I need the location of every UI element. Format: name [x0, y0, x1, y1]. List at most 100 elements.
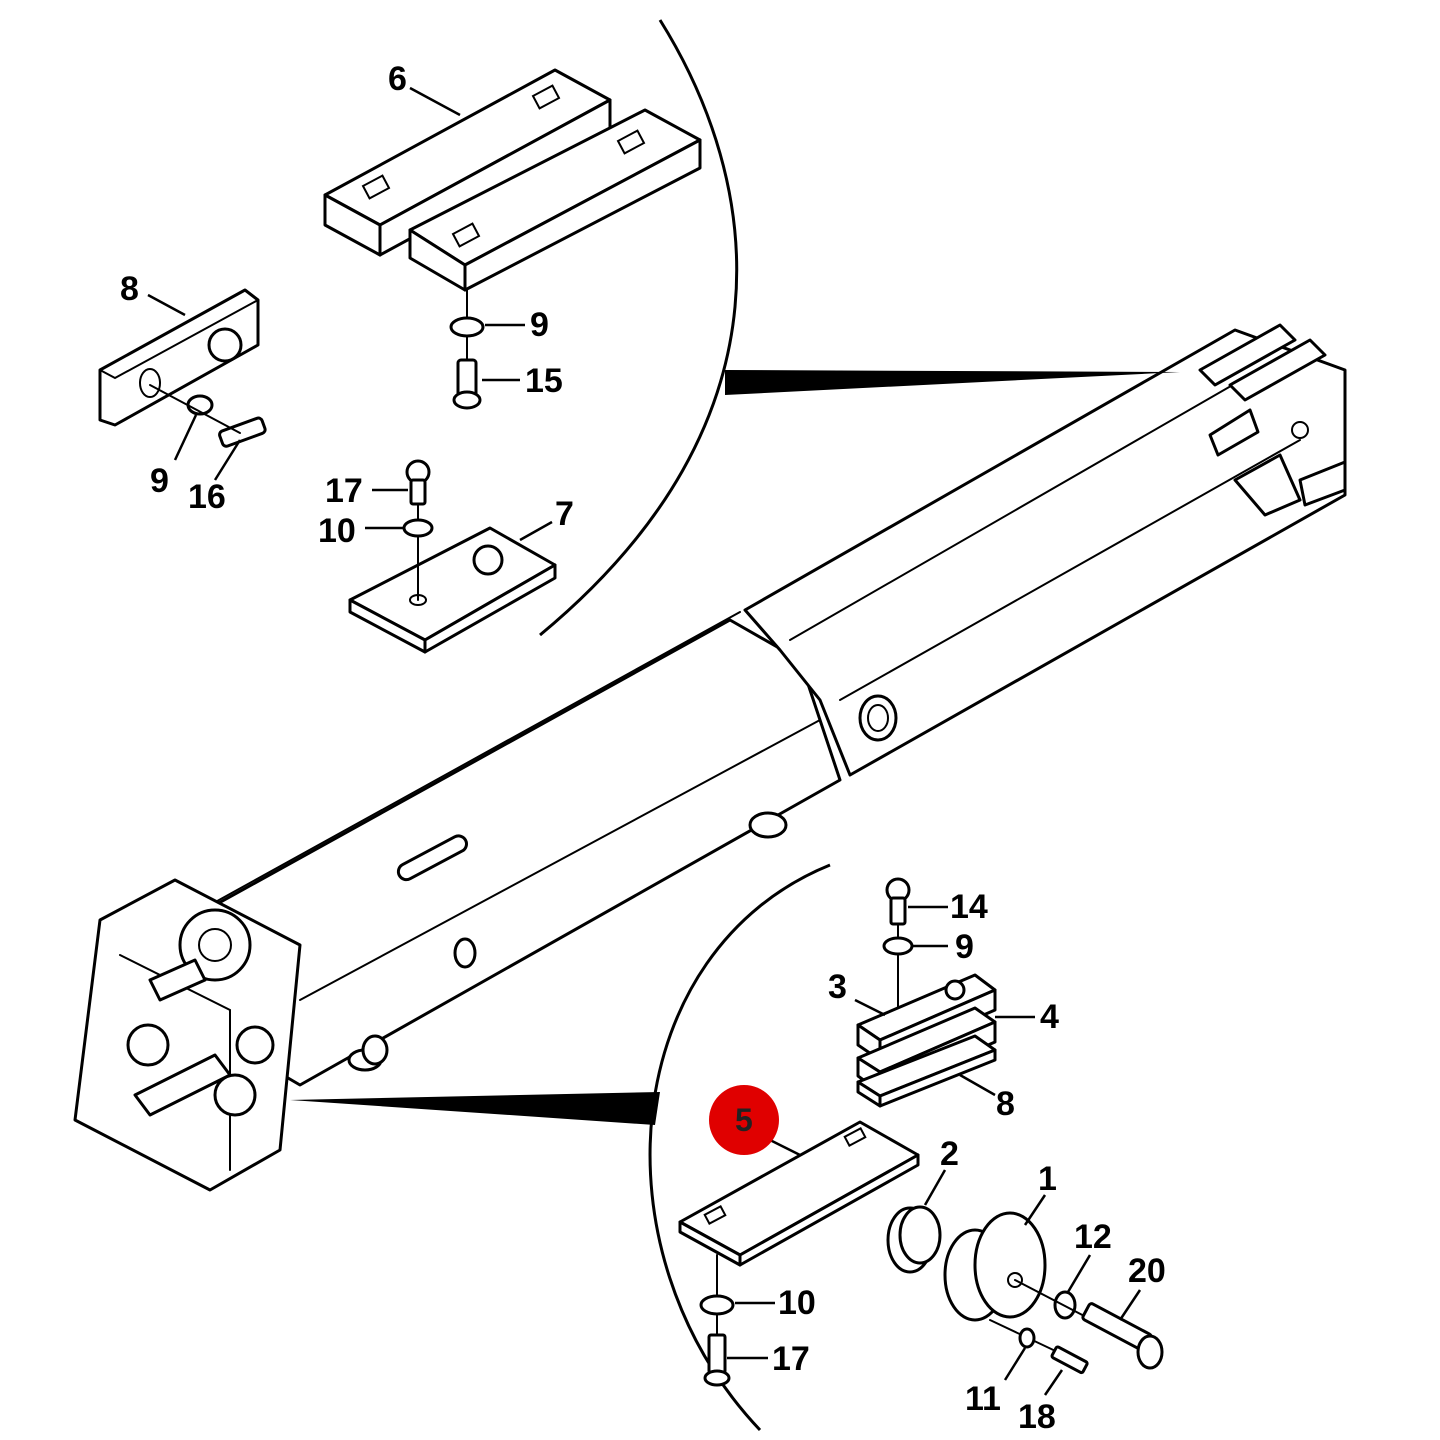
boom-head-plate [133, 1053, 232, 1117]
callout-3: 3 [828, 968, 847, 1006]
bolt-14 [889, 896, 907, 926]
bolt-16-axis [149, 384, 241, 434]
washer-9-upper [449, 316, 485, 338]
wear-pad-6b-slot-2 [616, 129, 646, 155]
boom-side-hole [453, 937, 477, 969]
bar-5-side [738, 1153, 920, 1267]
boom-head-pad-small [148, 958, 207, 1002]
leader-8b [959, 1073, 996, 1097]
lower-detail-arc [648, 863, 831, 1432]
plate-8-upper [98, 288, 260, 427]
boom-tip-pad-a [1198, 323, 1297, 387]
callout-10a: 10 [318, 512, 356, 550]
lower-detail-pointer [290, 1092, 660, 1125]
bar-5-slot-1 [703, 1205, 727, 1225]
leader-20 [1118, 1289, 1142, 1321]
boom-assembly [73, 323, 1347, 1192]
callout-5: 5 [735, 1102, 753, 1138]
boom-tip-side-plate [1208, 408, 1260, 457]
boom-side-edge-line [299, 719, 821, 1001]
boom-tip-lower-plate [1233, 453, 1302, 517]
bar-5-slot-2 [843, 1127, 867, 1147]
leader-6 [409, 86, 461, 117]
leader-2 [923, 1169, 947, 1206]
leader-5 [769, 1138, 801, 1157]
boom-head-sheave-hub [198, 928, 232, 962]
upper-detail-pointer [725, 370, 1180, 395]
leader-12 [1066, 1254, 1092, 1293]
callout-9a: 9 [530, 306, 549, 344]
callout-labels: 6 9 15 8 9 16 17 10 7 14 9 3 4 8 5 2 1 1… [120, 60, 1166, 1436]
bolt-18 [1050, 1345, 1089, 1375]
callout-6: 6 [388, 60, 407, 98]
wear-pad-6b-slot-1 [451, 222, 481, 248]
callout-17b: 17 [772, 1340, 810, 1378]
plate-8-upper-bolt-head [207, 327, 243, 363]
callout-20: 20 [1128, 1252, 1166, 1290]
leader-9b [173, 414, 198, 461]
washer-10-lower [699, 1294, 735, 1316]
leader-lines [147, 86, 1142, 1396]
leader-3 [854, 998, 886, 1017]
hub-1-hole [1007, 1272, 1023, 1288]
callout-12: 12 [1074, 1218, 1112, 1256]
lower-detail-parts [678, 877, 1164, 1387]
upper-detail-parts [98, 68, 702, 654]
plate-7-side [423, 563, 557, 654]
bolt-17-lower-head [703, 1369, 731, 1387]
callout-14: 14 [950, 888, 988, 926]
leader-11 [1003, 1347, 1027, 1381]
callout-16: 16 [188, 478, 226, 516]
hub-1-flange [973, 1211, 1047, 1319]
boom-tip-end-plate [1298, 460, 1347, 507]
boom-head-disk [213, 1073, 257, 1117]
plate-8-upper-slot [139, 368, 161, 398]
pad-3-bolt [944, 979, 966, 1001]
wear-pad-6b-front [463, 138, 702, 292]
plate-7-nut [472, 544, 504, 576]
leader-1 [1023, 1194, 1047, 1226]
washer-11 [1018, 1327, 1036, 1349]
bushing-2-face [898, 1205, 942, 1265]
boom-top-edge-line [209, 611, 741, 906]
boom-head-pin [126, 1023, 170, 1067]
leader-18 [1043, 1369, 1064, 1396]
callout-8b: 8 [996, 1085, 1015, 1123]
inner-boom-edge-line-2 [839, 439, 1301, 701]
callout-4: 4 [1040, 998, 1059, 1036]
callout-15: 15 [525, 362, 563, 400]
wear-pad-6a-slot-1 [361, 174, 391, 200]
boom-bottom-roller-3 [361, 1034, 389, 1066]
callout-10b: 10 [778, 1284, 816, 1322]
bar-5 [678, 1120, 920, 1257]
upper-detail-arc [539, 19, 739, 637]
callout-18: 18 [1018, 1398, 1056, 1436]
plate-8-upper-edge [99, 299, 259, 380]
washer-10-upper [402, 518, 434, 538]
inner-boom-edge-line [789, 374, 1251, 641]
callout-9c: 9 [955, 928, 974, 966]
bolt-16 [218, 416, 267, 448]
bolt-20-head [1136, 1334, 1164, 1370]
leader-8a [147, 293, 186, 317]
callout-8a: 8 [120, 270, 139, 308]
boom-head-inner-edge [119, 954, 231, 1171]
pad-8-lower-side [878, 1048, 997, 1108]
callout-1: 1 [1038, 1160, 1057, 1198]
boom-hole [858, 694, 898, 742]
washer-9-lower [882, 936, 914, 956]
wear-pad-6a-slot-2 [531, 84, 561, 110]
bolt-17-lower [707, 1333, 727, 1375]
leader-7 [519, 520, 553, 542]
boom-head-port [235, 1025, 275, 1065]
highlight-marker-5 [709, 1085, 779, 1155]
boom-slot [396, 834, 468, 882]
bolt-15-head [452, 390, 482, 410]
leader-16 [213, 439, 242, 481]
callout-17a: 17 [325, 472, 363, 510]
callout-11: 11 [965, 1380, 1001, 1418]
boom-tip-pad-b [1228, 338, 1327, 402]
boom-bottom-roller [748, 811, 788, 839]
boom-inner-section [743, 328, 1347, 777]
